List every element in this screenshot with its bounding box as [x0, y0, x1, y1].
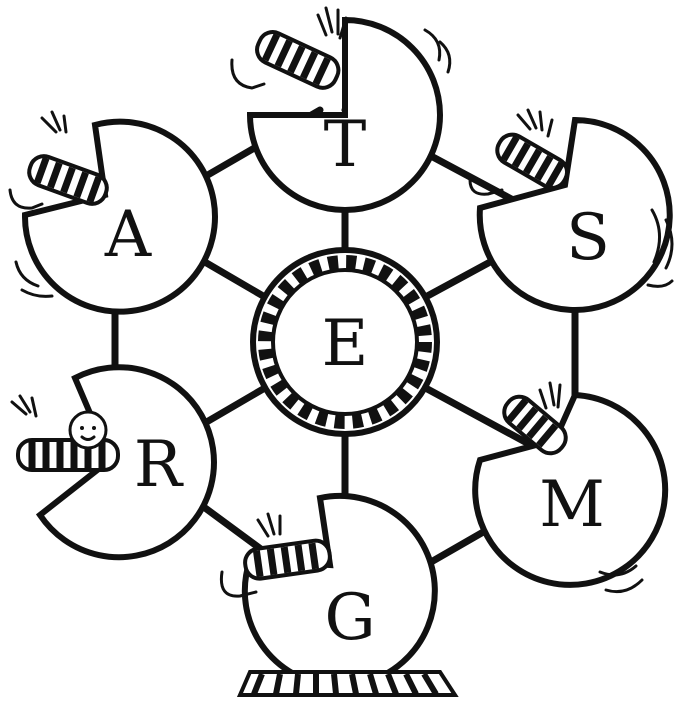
node-g: G [221, 496, 455, 695]
hub-node: E [253, 250, 437, 434]
node-t-label: T [324, 108, 367, 182]
pedestal-base-icon [240, 672, 455, 695]
node-m-label: M [539, 468, 605, 542]
node-s: S [470, 110, 670, 310]
node-s-label: S [566, 201, 610, 275]
node-g-label: G [324, 581, 375, 655]
node-r: R [12, 367, 214, 557]
striped-arm-icon [492, 130, 572, 193]
waving-hand-icon [318, 8, 346, 38]
waving-hand-icon [258, 514, 280, 536]
shoe-icon [232, 60, 264, 88]
striped-arm-icon [252, 27, 343, 92]
waving-hand-icon [12, 396, 36, 416]
face-icon [70, 412, 106, 448]
waving-hand-icon [518, 110, 552, 136]
node-r-label: R [134, 428, 184, 502]
node-a: A [10, 112, 215, 312]
striped-arm-icon [18, 440, 118, 470]
waving-hand-icon [540, 383, 560, 408]
node-m: M [475, 383, 665, 585]
node-a-label: A [104, 198, 152, 272]
waving-hand-icon [42, 112, 66, 132]
hub-label: E [322, 307, 369, 381]
node-t: T [232, 8, 440, 210]
shoe-icon [10, 190, 42, 208]
